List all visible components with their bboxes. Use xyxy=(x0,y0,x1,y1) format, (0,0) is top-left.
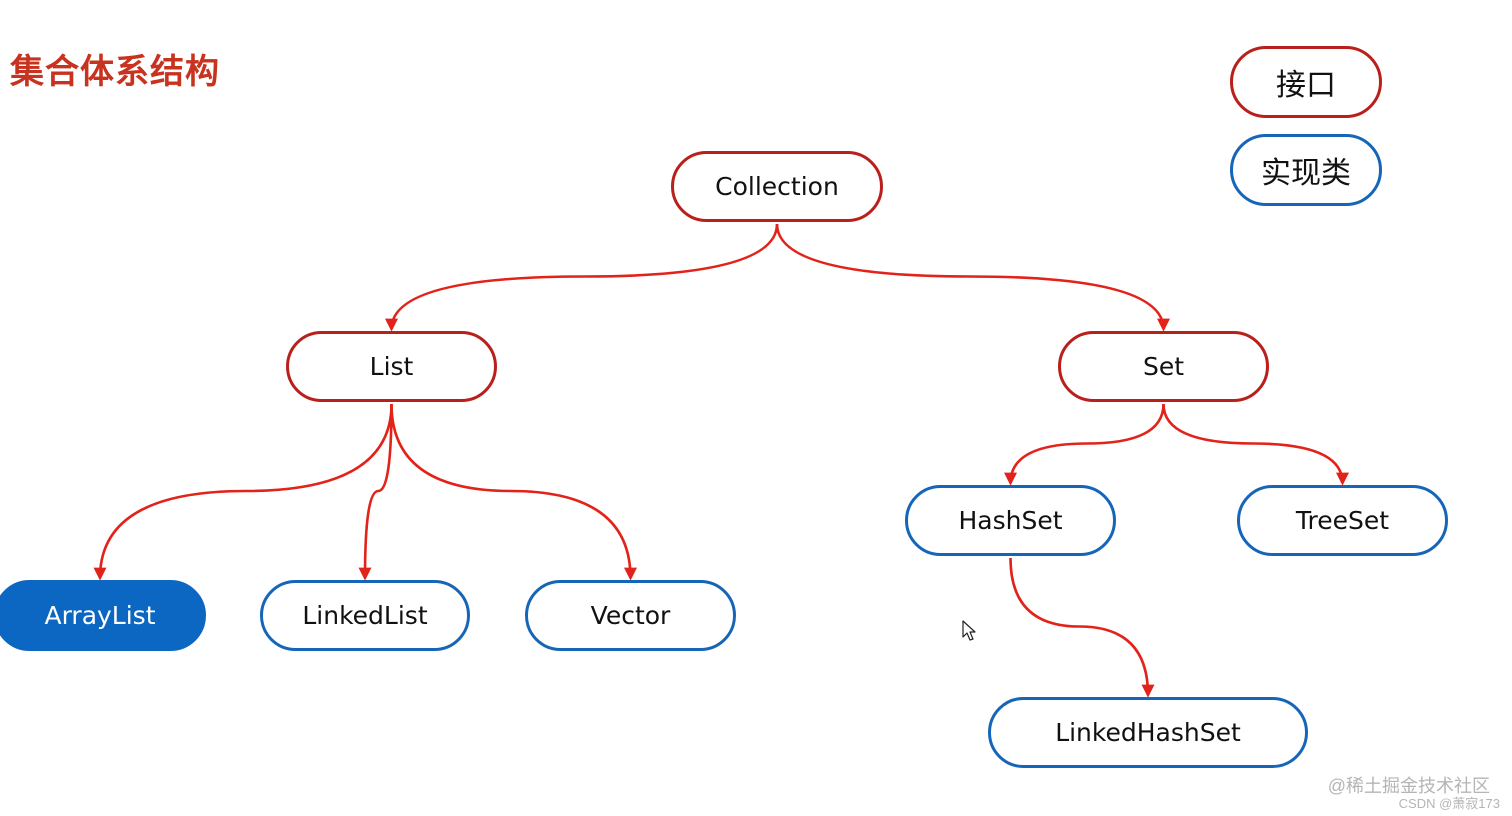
legend-impl-label: 实现类 xyxy=(1261,156,1351,191)
legend-interface-label: 接口 xyxy=(1276,68,1336,103)
mouse-cursor-icon xyxy=(962,620,976,641)
edge-collection-to-list xyxy=(385,223,779,332)
node-hashset-label: HashSet xyxy=(958,506,1063,535)
edge-list-to-vector xyxy=(390,403,637,581)
edge-set-to-hashset xyxy=(1004,403,1165,486)
node-arraylist[interactable]: ArrayList xyxy=(0,580,206,651)
edge-set-to-treeset xyxy=(1162,403,1349,486)
node-arraylist-label: ArrayList xyxy=(44,601,156,630)
legend-interface: 接口 xyxy=(1230,46,1382,118)
node-treeset-label: TreeSet xyxy=(1295,506,1390,535)
node-vector-label: Vector xyxy=(590,601,671,630)
node-collection[interactable]: Collection xyxy=(671,151,883,222)
node-list[interactable]: List xyxy=(286,331,497,402)
watermark-csdn: CSDN @萧寂173 xyxy=(1398,796,1500,811)
legend-impl: 实现类 xyxy=(1230,134,1382,206)
edge-list-to-linkedlist xyxy=(358,403,393,581)
edge-collection-to-set xyxy=(775,223,1170,332)
node-linkedlist-label: LinkedList xyxy=(302,601,428,630)
node-hashset[interactable]: HashSet xyxy=(905,485,1116,556)
node-set-label: Set xyxy=(1142,352,1185,381)
node-linkedhashset[interactable]: LinkedHashSet xyxy=(988,697,1308,768)
node-collection-label: Collection xyxy=(715,172,839,201)
edge-hashset-to-linkedhashset xyxy=(1009,557,1155,698)
edge-list-to-arraylist xyxy=(93,403,393,581)
node-vector[interactable]: Vector xyxy=(525,580,736,651)
node-set[interactable]: Set xyxy=(1058,331,1269,402)
node-linkedlist[interactable]: LinkedList xyxy=(260,580,470,651)
node-list-label: List xyxy=(369,352,414,381)
watermark-juejin: @稀土掘金技术社区 xyxy=(1327,776,1490,796)
node-linkedhashset-label: LinkedHashSet xyxy=(1055,718,1241,747)
node-treeset[interactable]: TreeSet xyxy=(1237,485,1448,556)
page-title: 集合体系结构 xyxy=(10,52,220,92)
